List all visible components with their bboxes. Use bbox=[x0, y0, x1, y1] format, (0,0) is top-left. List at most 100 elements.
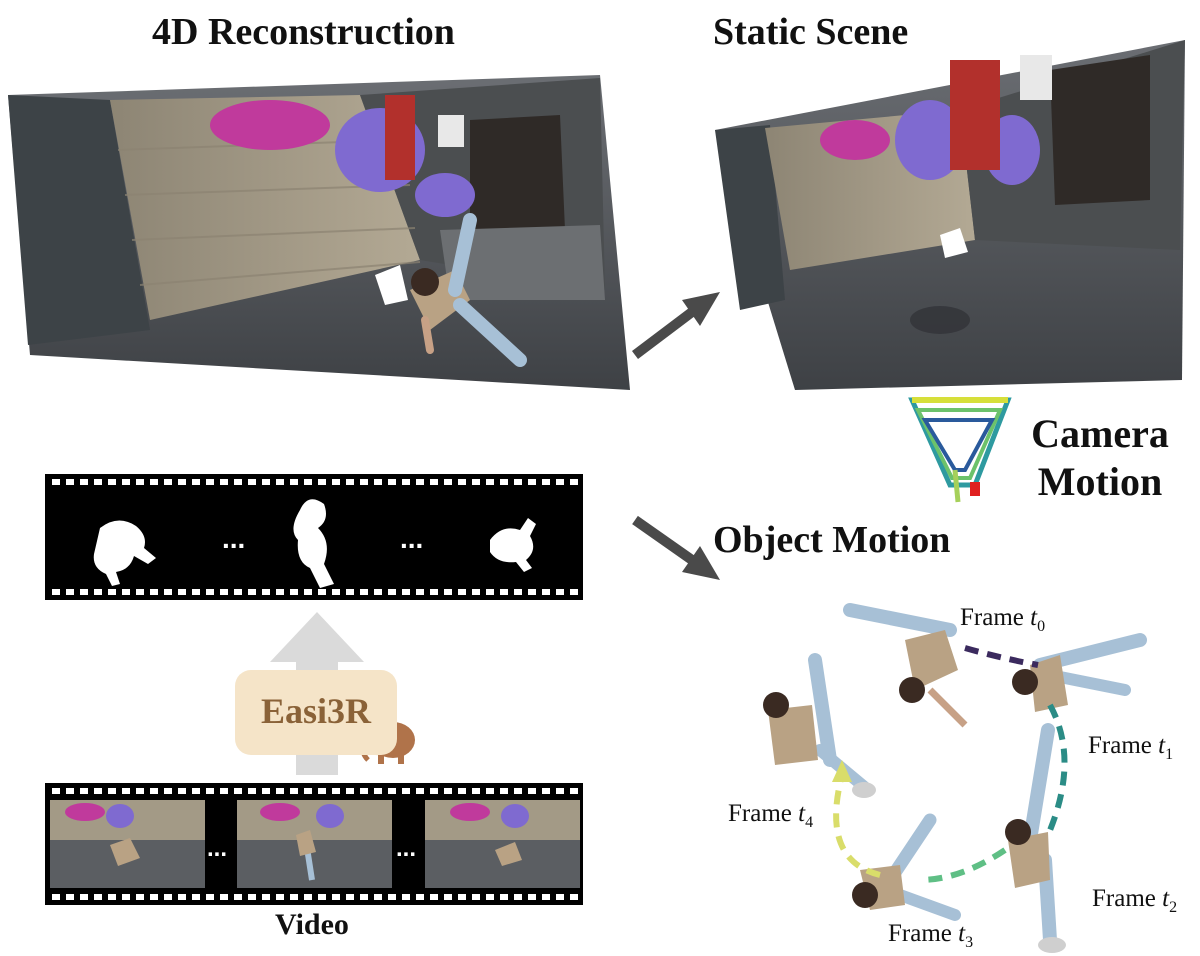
perforation bbox=[290, 788, 298, 794]
title-object-motion: Object Motion bbox=[713, 519, 951, 561]
video-frame bbox=[50, 800, 205, 888]
perforation bbox=[122, 479, 130, 485]
path-segment-t3-t4 bbox=[833, 774, 881, 878]
video-label: Video bbox=[275, 908, 349, 941]
perforation bbox=[402, 479, 410, 485]
perforation bbox=[276, 479, 284, 485]
perforation bbox=[234, 788, 242, 794]
perforation bbox=[108, 479, 116, 485]
camera-motion-line1: Camera bbox=[1031, 411, 1169, 456]
perforation bbox=[80, 894, 88, 900]
perforation bbox=[570, 788, 578, 794]
dancer-pose-t0 bbox=[843, 603, 968, 728]
perforation bbox=[276, 788, 284, 794]
perforation bbox=[500, 894, 508, 900]
perforation bbox=[122, 788, 130, 794]
path-segment-t2-t3 bbox=[919, 847, 1007, 883]
perforation bbox=[94, 894, 102, 900]
frame-label-t1: Frame t1 bbox=[1088, 732, 1174, 763]
perforation bbox=[542, 479, 550, 485]
perforation bbox=[402, 894, 410, 900]
perforation bbox=[374, 894, 382, 900]
perforation bbox=[528, 479, 536, 485]
filmstrip-perforations bbox=[52, 479, 578, 485]
perforation bbox=[318, 894, 326, 900]
dancer-pose-t2 bbox=[1005, 723, 1066, 953]
perforation bbox=[220, 788, 228, 794]
perforation bbox=[472, 589, 480, 595]
perforation bbox=[416, 479, 424, 485]
arrow-to-static-scene bbox=[631, 292, 720, 359]
perforation bbox=[514, 894, 522, 900]
perforation bbox=[514, 788, 522, 794]
video-frame bbox=[237, 800, 392, 888]
perforation bbox=[500, 479, 508, 485]
perforation bbox=[52, 894, 60, 900]
perforation bbox=[304, 894, 312, 900]
perforation bbox=[136, 589, 144, 595]
filmstrip-perforations bbox=[52, 788, 578, 794]
perforation bbox=[80, 788, 88, 794]
perforation bbox=[94, 788, 102, 794]
perforation bbox=[150, 894, 158, 900]
perforation bbox=[290, 479, 298, 485]
perforation bbox=[458, 894, 466, 900]
perforation bbox=[402, 589, 410, 595]
perforation bbox=[234, 894, 242, 900]
perforation bbox=[486, 479, 494, 485]
perforation bbox=[318, 788, 326, 794]
perforation bbox=[234, 589, 242, 595]
perforation bbox=[388, 788, 396, 794]
perforation bbox=[332, 894, 340, 900]
perforation bbox=[416, 894, 424, 900]
perforation bbox=[514, 589, 522, 595]
dancer-pose-t1 bbox=[1012, 633, 1147, 712]
perforation bbox=[416, 788, 424, 794]
perforation bbox=[122, 894, 130, 900]
perforation bbox=[80, 479, 88, 485]
perforation bbox=[318, 589, 326, 595]
perforation bbox=[178, 589, 186, 595]
perforation bbox=[500, 788, 508, 794]
perforation bbox=[52, 479, 60, 485]
perforation bbox=[150, 589, 158, 595]
filmstrip-ellipsis: ... bbox=[222, 523, 245, 554]
frame-label-t3: Frame t3 bbox=[888, 920, 974, 951]
perforation bbox=[304, 788, 312, 794]
perforation bbox=[346, 894, 354, 900]
filmstrip-ellipsis: ... bbox=[207, 835, 227, 862]
filmstrip-ellipsis: ... bbox=[400, 523, 423, 554]
frame-label-t4: Frame t4 bbox=[728, 800, 814, 831]
perforation bbox=[136, 479, 144, 485]
perforation bbox=[192, 788, 200, 794]
perforation bbox=[290, 894, 298, 900]
arrow-to-object-motion bbox=[632, 515, 720, 580]
frame-label-t2: Frame t2 bbox=[1092, 885, 1178, 916]
perforation bbox=[486, 788, 494, 794]
perforation bbox=[514, 479, 522, 485]
perforation bbox=[206, 788, 214, 794]
perforation bbox=[66, 479, 74, 485]
filmstrip-perforations bbox=[52, 894, 578, 900]
perforation bbox=[262, 894, 270, 900]
perforation bbox=[528, 589, 536, 595]
perforation bbox=[178, 788, 186, 794]
filmstrip-perforations bbox=[52, 589, 578, 595]
dancer-figure bbox=[375, 213, 527, 367]
perforation bbox=[164, 479, 172, 485]
video-filmstrip bbox=[45, 783, 583, 905]
perforation bbox=[108, 788, 116, 794]
perforation bbox=[80, 589, 88, 595]
method-box bbox=[235, 670, 397, 755]
frame-label-t0: Frame t0 bbox=[960, 604, 1046, 635]
perforation bbox=[94, 479, 102, 485]
perforation bbox=[248, 479, 256, 485]
perforation bbox=[542, 894, 550, 900]
perforation bbox=[374, 479, 382, 485]
perforation bbox=[192, 589, 200, 595]
perforation bbox=[234, 479, 242, 485]
perforation bbox=[276, 894, 284, 900]
perforation bbox=[192, 479, 200, 485]
perforation bbox=[528, 894, 536, 900]
